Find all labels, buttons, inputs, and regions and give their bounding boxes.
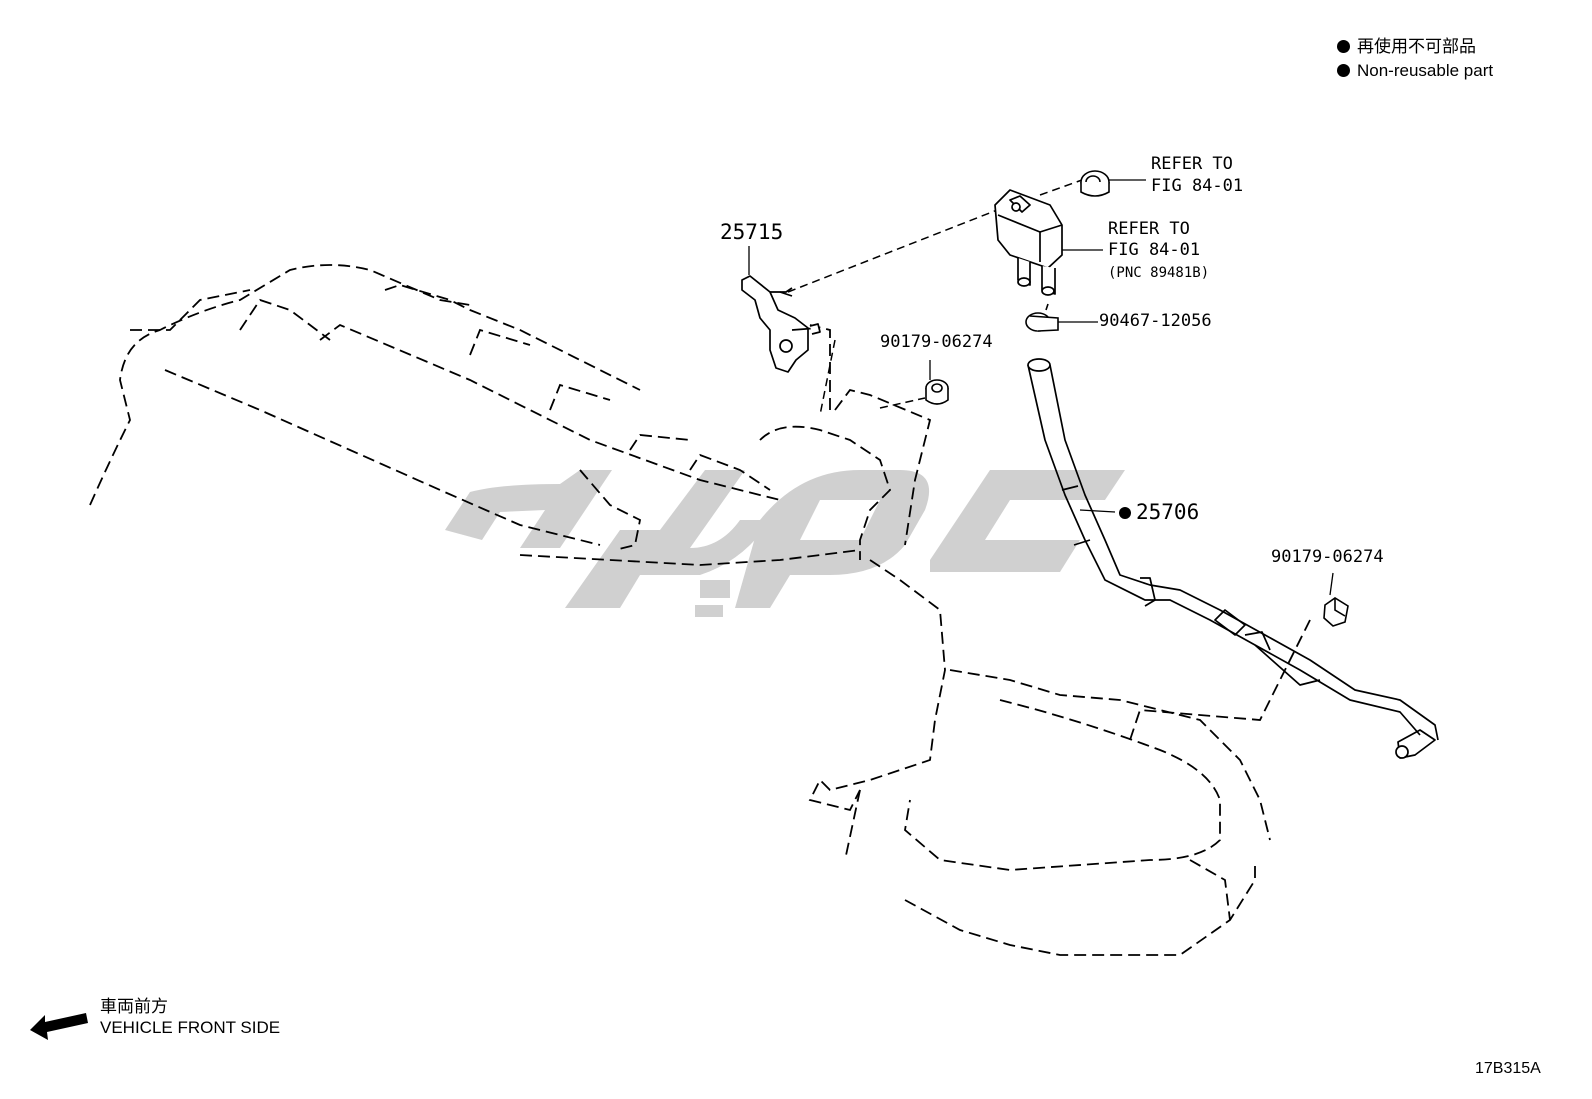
nut-refer-icon <box>1080 170 1110 197</box>
arrow-left-icon <box>30 1013 88 1040</box>
leader-lines-solid <box>748 179 1334 596</box>
part-number-hose[interactable]: 25706 <box>1136 500 1200 524</box>
front-note-en: VEHICLE FRONT SIDE <box>100 1018 281 1037</box>
figure-code: 17B315A <box>1475 1060 1541 1077</box>
refer-sensor-line1[interactable]: REFER TO <box>1108 219 1190 239</box>
bracket-icon <box>741 275 821 373</box>
nut-lower-icon <box>1323 597 1349 627</box>
refer-nut-line2[interactable]: FIG 84-01 <box>1151 176 1244 196</box>
vacuum-hose-icon <box>1027 358 1439 759</box>
refer-sensor-line2[interactable]: FIG 84-01 <box>1108 240 1201 260</box>
filled-circle-icon <box>1337 40 1350 53</box>
part-number-nut-upper[interactable]: 90179-06274 <box>880 332 993 352</box>
engine-outline-dashed <box>89 264 1311 956</box>
leader-lines-dashed <box>787 179 1083 416</box>
watermark-logo <box>445 470 1125 617</box>
part-number-clip[interactable]: 90467-12056 <box>1099 311 1212 331</box>
part-number-bracket[interactable]: 25715 <box>720 220 784 244</box>
pressure-sensor-icon <box>994 189 1063 296</box>
refer-sensor-line3: (PNC 89481B) <box>1108 265 1210 281</box>
legend-jp: 再使用不可部品 <box>1337 38 1476 55</box>
part-number-nut-lower[interactable]: 90179-06274 <box>1271 547 1384 567</box>
legend-jp-text: 再使用不可部品 <box>1357 37 1476 56</box>
filled-circle-icon <box>1337 64 1350 77</box>
legend-en-text: Non-reusable part <box>1357 61 1494 80</box>
legend-en: Non-reusable part <box>1337 62 1493 79</box>
non-reusable-marker-icon <box>1119 507 1131 519</box>
hose-clip-icon <box>1025 303 1059 332</box>
front-note-jp: 車両前方 <box>100 997 168 1016</box>
nut-upper-icon <box>925 379 949 405</box>
refer-nut-line1[interactable]: REFER TO <box>1151 154 1233 174</box>
